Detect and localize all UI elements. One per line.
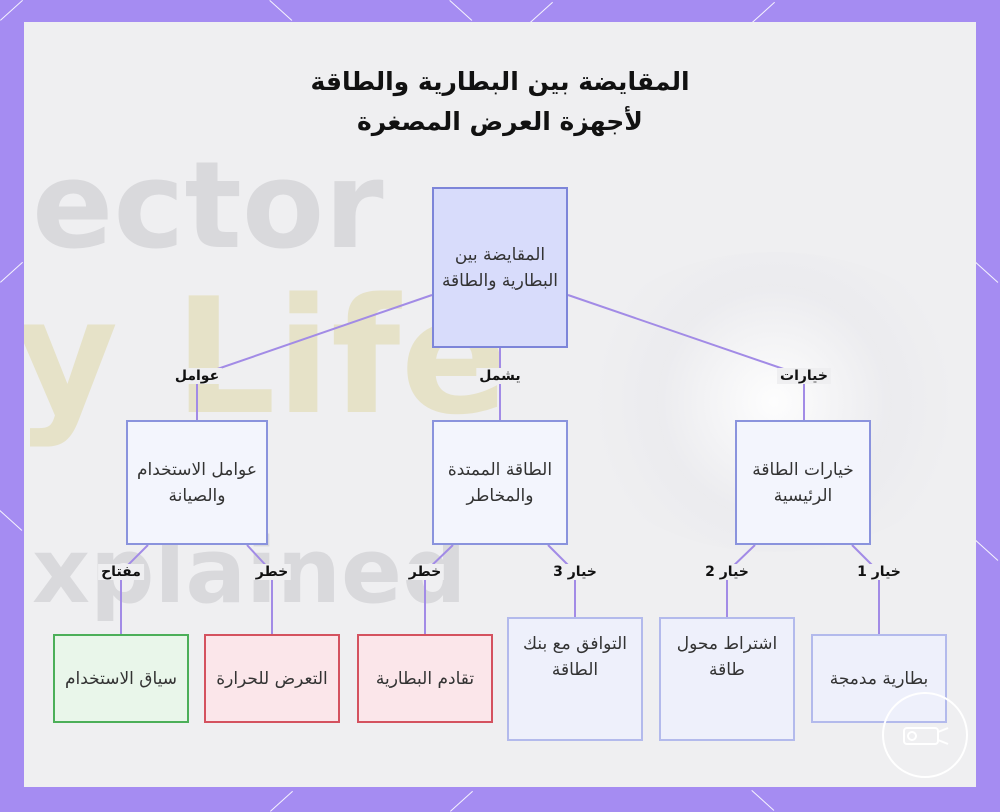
edge-label-option2: خيار 2: [702, 564, 752, 580]
edge-label-factors: عوامل: [171, 368, 223, 384]
edge-label-includes: يشمل: [476, 368, 524, 384]
projector-icon: [903, 727, 949, 745]
title-line-2: لأجهزة العرض المصغرة: [357, 107, 643, 136]
node-power-options: خيارات الطاقة الرئيسية: [735, 420, 871, 545]
watermark-word: y Life: [24, 263, 509, 450]
watermark-word: ector: [32, 137, 384, 276]
edge-label-options: خيارات: [777, 368, 831, 384]
node-extended-power: الطاقة الممتدة والمخاطر: [432, 420, 568, 545]
node-adapter: اشتراط محول طاقة: [659, 617, 795, 741]
edge-label-risk-heat: خطر: [252, 564, 292, 580]
title-line-1: المقايضة بين البطارية والطاقة: [310, 67, 690, 96]
diagram-title: المقايضة بين البطارية والطاقة لأجهزة الع…: [0, 62, 1000, 142]
node-heat-exposure: التعرض للحرارة: [204, 634, 340, 723]
node-root: المقايضة بين البطارية والطاقة: [432, 187, 568, 348]
node-battery-aging: تقادم البطارية: [357, 634, 493, 723]
edge-label-option1: خيار 1: [854, 564, 904, 580]
node-powerbank: التوافق مع بنك الطاقة: [507, 617, 643, 741]
edge-root-factors: [196, 294, 433, 377]
edge-label-option3: خيار 3: [550, 564, 600, 580]
projector-logo-icon: [882, 692, 968, 778]
node-usage-factors: عوامل الاستخدام والصيانة: [126, 420, 268, 545]
edge-root-options: [567, 294, 805, 377]
node-usage-context: سياق الاستخدام: [53, 634, 189, 723]
edge-label-risk-aging: خطر: [405, 564, 445, 580]
edge-label-key: مفتاح: [98, 564, 144, 580]
